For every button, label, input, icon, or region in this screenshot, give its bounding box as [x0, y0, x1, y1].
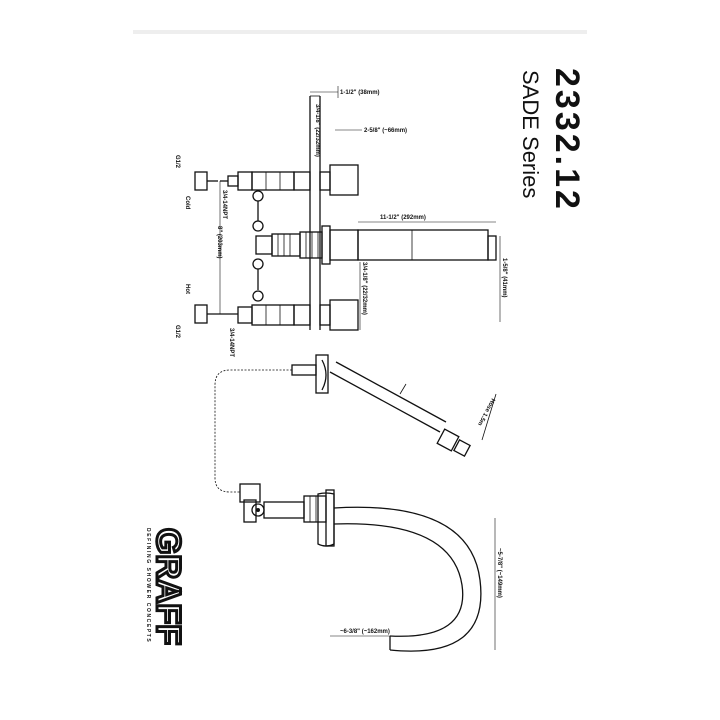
svg-text:~6-3/8" (~162mm): ~6-3/8" (~162mm) — [340, 629, 390, 635]
svg-text:G1/2: G1/2 — [174, 325, 180, 339]
hot-valve-assembly — [194, 290, 359, 331]
graff-logo: GRAFF — [149, 528, 187, 645]
svg-text:8" (203mm): 8" (203mm) — [216, 226, 222, 259]
svg-text:2-5/8" (~66mm): 2-5/8" (~66mm) — [364, 128, 407, 134]
svg-text:3/4-1/8" (22/32mm): 3/4-1/8" (22/32mm) — [314, 104, 320, 157]
series-name: SADE Series — [518, 70, 543, 198]
dimension-top-width: 1-1/2" (38mm) 3/4-1/8" (22/32mm) — [310, 86, 380, 157]
svg-text:3/4-14NPT: 3/4-14NPT — [221, 190, 227, 219]
dimension-arc: ~5-7/8" (~149mm) ~6-3/8" (~162mm) — [330, 518, 502, 650]
arc-spout — [333, 506, 482, 652]
svg-text:Hot: Hot — [184, 284, 190, 294]
svg-text:1-1/2" (38mm): 1-1/2" (38mm) — [340, 90, 380, 96]
deck-plate — [309, 95, 321, 330]
top-divider — [133, 30, 587, 34]
dimension-spout-offset: 2-5/8" (~66mm) — [335, 128, 407, 134]
cold-valve-assembly — [194, 164, 359, 212]
svg-text:1-5/8" (41mm): 1-5/8" (41mm) — [501, 258, 507, 298]
model-number: 2332.12 — [548, 68, 586, 212]
inlet-dimensions: 3/4-14NPT 8" (203mm) 3/4-14NPT G1/2 Cold… — [174, 155, 234, 357]
lower-fitting — [239, 483, 335, 547]
hose — [214, 369, 292, 493]
dimension-spout-length: 11-1/2" (292mm) 1-5/8" (41mm) 3/4-1/8" (… — [358, 215, 507, 330]
svg-text:~5-7/8" (~149mm): ~5-7/8" (~149mm) — [496, 548, 502, 598]
svg-text:3/4-14NPT: 3/4-14NPT — [228, 328, 234, 357]
svg-text:Hose 1.5m: Hose 1.5m — [476, 397, 495, 426]
svg-text:G1/2: G1/2 — [174, 155, 180, 169]
spout — [252, 212, 497, 290]
brand-tagline: DEFINING SHOWER CONCEPTS — [145, 528, 151, 643]
svg-text:11-1/2" (292mm): 11-1/2" (292mm) — [380, 215, 426, 221]
svg-text:Cold: Cold — [184, 196, 190, 210]
svg-text:3/4-1/8" (22/32mm): 3/4-1/8" (22/32mm) — [361, 262, 367, 315]
handshower-holder: Hose 1.5m — [291, 354, 497, 457]
